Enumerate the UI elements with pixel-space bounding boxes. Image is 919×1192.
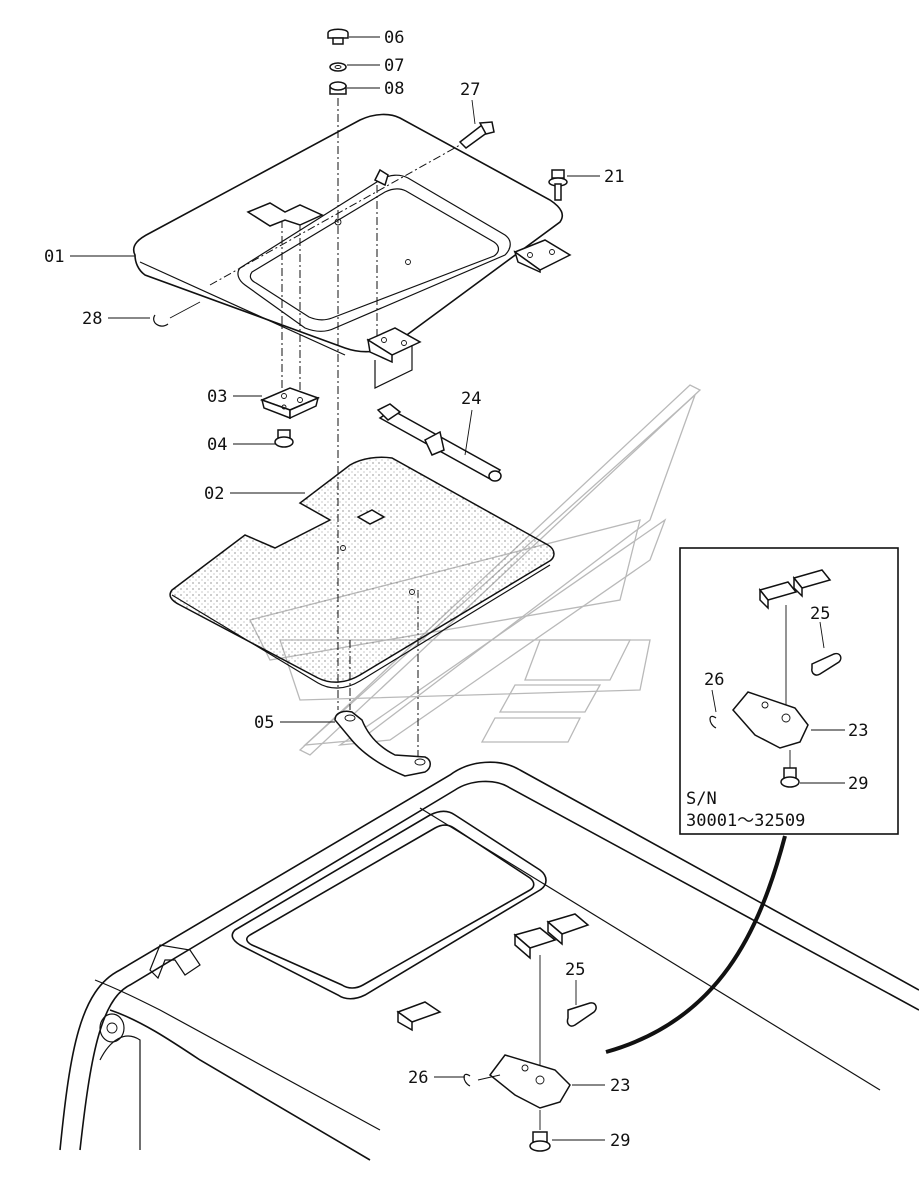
rod-24	[376, 403, 502, 482]
callout-01: 01	[44, 247, 64, 267]
top-fasteners	[153, 28, 568, 327]
cab-roof-structure	[59, 761, 919, 1161]
bracket-03	[259, 387, 321, 448]
hatch-cover-01	[132, 113, 564, 356]
roof-opening-frame	[231, 810, 547, 1000]
inset-serial-label: S/N	[686, 789, 717, 809]
callout-21: 21	[604, 167, 624, 187]
inset-callout-26: 26	[704, 670, 724, 690]
callout-28: 28	[82, 309, 102, 329]
hatch-bracket	[246, 168, 389, 227]
callout-03: 03	[207, 387, 227, 407]
callout-02: 02	[204, 484, 224, 504]
assembly-lines	[169, 98, 461, 760]
inset-serial-range: 30001～32509	[686, 811, 805, 831]
floor-plate-02	[169, 456, 555, 689]
callout-24: 24	[461, 389, 481, 409]
callout-labels: 06 07 08 27 21 01 28 03 04 24 02 05 25 2…	[44, 28, 868, 1151]
callout-25: 25	[565, 960, 585, 980]
inset-detail	[679, 547, 899, 835]
callout-26: 26	[408, 1068, 428, 1088]
callout-05: 05	[254, 713, 274, 733]
inset-callout-23: 23	[848, 721, 868, 741]
callout-06: 06	[384, 28, 404, 48]
inset-callout-29: 29	[848, 774, 868, 794]
callout-27: 27	[460, 80, 480, 100]
callout-04: 04	[207, 435, 227, 455]
inset-connector	[605, 835, 787, 1054]
handle-05	[334, 710, 431, 777]
callout-07: 07	[384, 56, 404, 76]
lower-hinge-assembly	[396, 913, 597, 1152]
callout-23: 23	[610, 1076, 630, 1096]
cover-hinges	[366, 239, 572, 389]
inset-callout-25: 25	[810, 604, 830, 624]
leader-lines	[70, 36, 605, 1141]
callout-29: 29	[610, 1131, 630, 1151]
callout-08: 08	[384, 79, 404, 99]
